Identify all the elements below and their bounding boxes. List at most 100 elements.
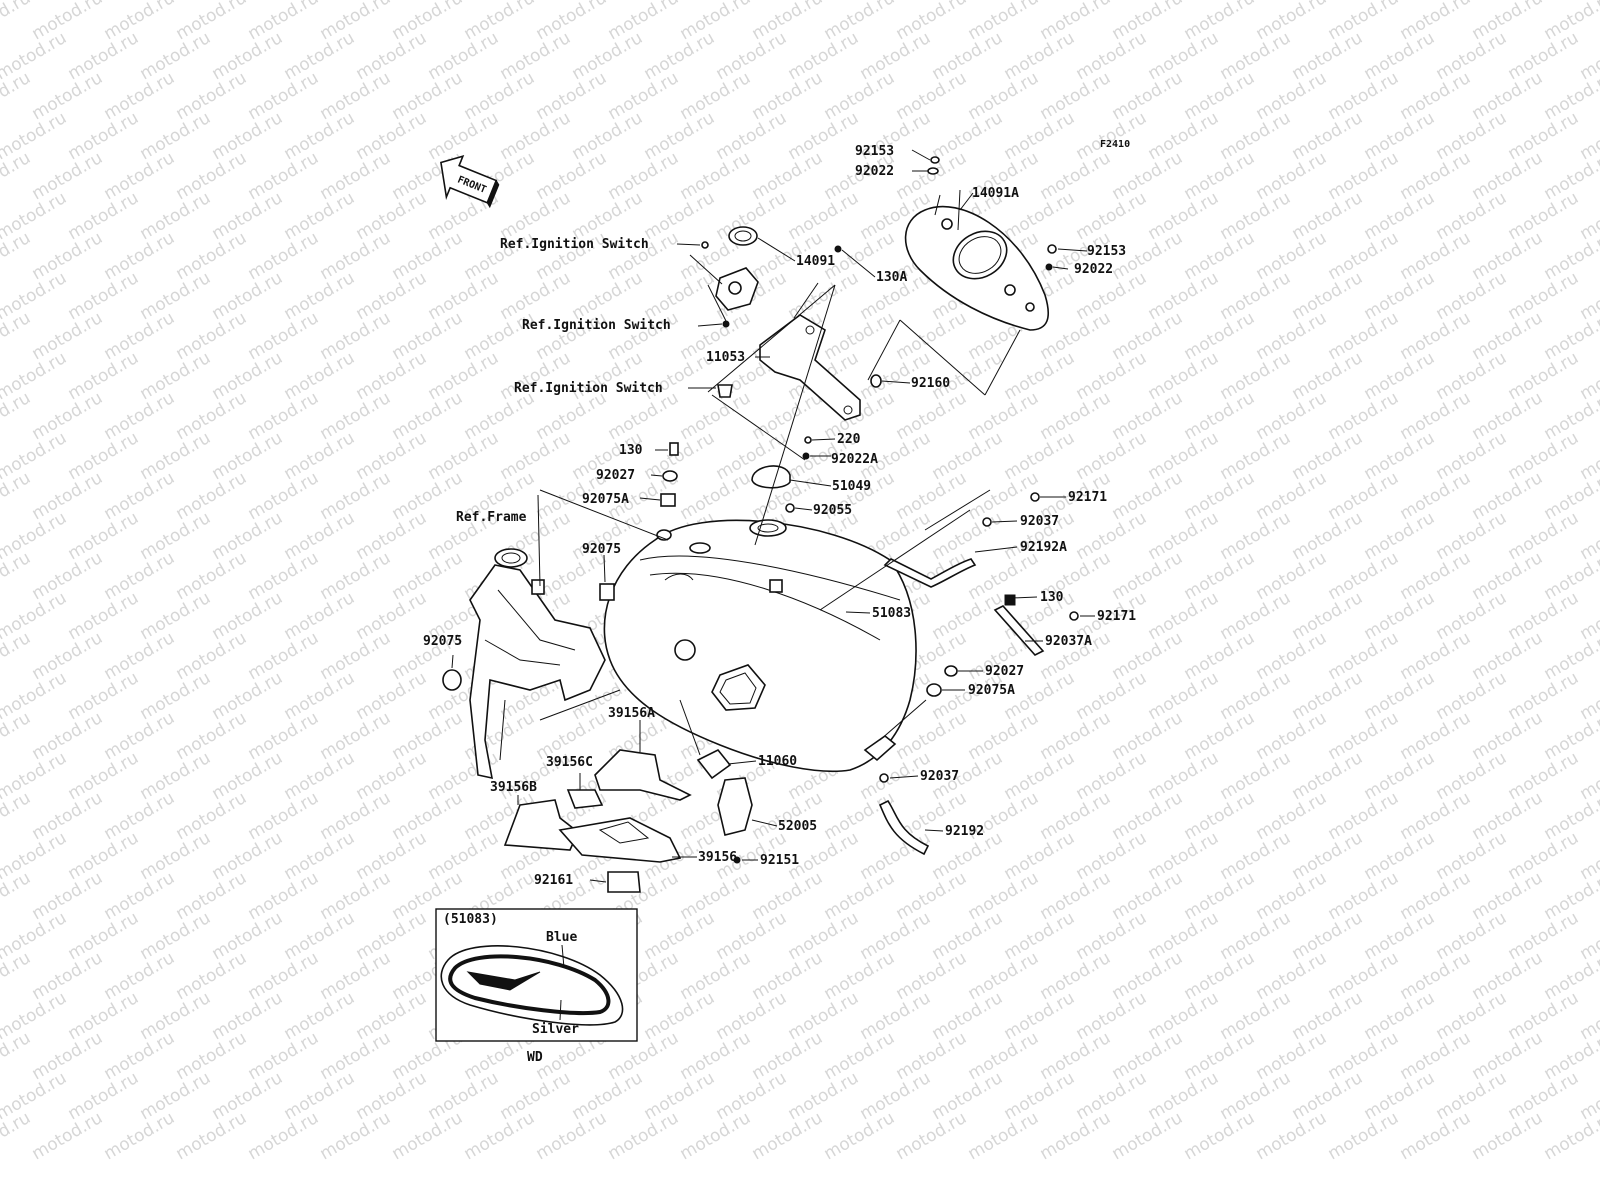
watermark-text: motod.ru xyxy=(641,988,719,1044)
watermark-text: motod.ru xyxy=(1253,948,1331,1004)
watermark-text: motod.ru xyxy=(29,1108,107,1164)
watermark-text: motod.ru xyxy=(1217,268,1295,324)
watermark-text: motod.ru xyxy=(677,68,755,124)
watermark-text: motod.ru xyxy=(965,868,1043,924)
watermark-text: motod.ru xyxy=(209,428,287,484)
watermark-text: motod.ru xyxy=(1325,388,1403,444)
watermark-text: motod.ru xyxy=(137,908,215,964)
watermark-text: motod.ru xyxy=(1109,548,1187,604)
watermark-text: motod.ru xyxy=(1433,28,1511,84)
watermark-text: motod.ru xyxy=(641,428,719,484)
label-92192: 92192 xyxy=(945,824,984,839)
watermark-text: motod.ru xyxy=(353,1068,431,1124)
frame-ref xyxy=(469,548,606,780)
watermark-text: motod.ru xyxy=(497,28,575,84)
watermark-text: motod.ru xyxy=(1289,508,1367,564)
watermark-text: motod.ru xyxy=(65,988,143,1044)
watermark-text: motod.ru xyxy=(425,828,503,884)
watermark-text: motod.ru xyxy=(29,868,107,924)
watermark-text: motod.ru xyxy=(1037,948,1115,1004)
inset-blue-label: Blue xyxy=(546,930,577,945)
watermark-text: motod.ru xyxy=(929,988,1007,1044)
watermark-text: motod.ru xyxy=(281,908,359,964)
watermark-text: motod.ru xyxy=(461,1108,539,1164)
watermark-text: motod.ru xyxy=(713,1068,791,1124)
watermark-text: motod.ru xyxy=(1397,1028,1475,1084)
watermark-text: motod.ru xyxy=(101,388,179,444)
watermark-text: motod.ru xyxy=(1505,668,1583,724)
watermark-text: motod.ru xyxy=(1469,0,1547,44)
watermark-text: motod.ru xyxy=(65,828,143,884)
watermark-text: motod.ru xyxy=(1505,108,1583,164)
watermark-text: motod.ru xyxy=(1325,628,1403,684)
watermark-text: motod.ru xyxy=(29,788,107,844)
watermark-text: motod.ru xyxy=(317,708,395,764)
watermark-text: motod.ru xyxy=(29,708,107,764)
watermark-text: motod.ru xyxy=(173,548,251,604)
watermark-text: motod.ru xyxy=(137,188,215,244)
watermark-text: motod.ru xyxy=(1505,28,1583,84)
watermark-text: motod.ru xyxy=(173,388,251,444)
watermark-text: motod.ru xyxy=(857,828,935,884)
watermark-text: motod.ru xyxy=(1505,908,1583,964)
watermark-text: motod.ru xyxy=(0,0,34,44)
watermark-text: motod.ru xyxy=(965,548,1043,604)
watermark-text: motod.ru xyxy=(389,548,467,604)
watermark-text: motod.ru xyxy=(101,1108,179,1164)
watermark-text: motod.ru xyxy=(281,588,359,644)
watermark-text: motod.ru xyxy=(317,1108,395,1164)
watermark-text: motod.ru xyxy=(389,308,467,364)
watermark-text: motod.ru xyxy=(1361,1068,1439,1124)
watermark-text: motod.ru xyxy=(497,268,575,324)
watermark-text: motod.ru xyxy=(65,268,143,324)
watermark-text: motod.ru xyxy=(1253,628,1331,684)
watermark-text: motod.ru xyxy=(1109,68,1187,124)
watermark-text: motod.ru xyxy=(209,668,287,724)
label-92022A: 92022A xyxy=(831,452,878,467)
watermark-text: motod.ru xyxy=(1145,668,1223,724)
watermark-text: motod.ru xyxy=(101,308,179,364)
watermark-text: motod.ru xyxy=(533,1108,611,1164)
watermark-text: motod.ru xyxy=(389,0,467,44)
watermark-text: motod.ru xyxy=(281,268,359,324)
watermark-text: motod.ru xyxy=(857,1068,935,1124)
watermark-text: motod.ru xyxy=(1253,1028,1331,1084)
watermark-text: motod.ru xyxy=(317,948,395,1004)
watermark-text: motod.ru xyxy=(353,428,431,484)
watermark-text: motod.ru xyxy=(821,1108,899,1164)
watermark-text: motod.ru xyxy=(173,708,251,764)
watermark-text: motod.ru xyxy=(1469,228,1547,284)
watermark-text: motod.ru xyxy=(605,0,683,44)
watermark-text: motod.ru xyxy=(821,948,899,1004)
inset-51083-variant: (51083) Blue Silver xyxy=(435,908,638,1042)
label-92022-right: 92022 xyxy=(1074,262,1113,277)
watermark-text: motod.ru xyxy=(65,508,143,564)
watermark-text: motod.ru xyxy=(1145,748,1223,804)
watermark-text: motod.ru xyxy=(389,788,467,844)
watermark-text: motod.ru xyxy=(1037,1108,1115,1164)
watermark-text: motod.ru xyxy=(1289,428,1367,484)
watermark-text: motod.ru xyxy=(29,68,107,124)
watermark-text: motod.ru xyxy=(353,268,431,324)
watermark-text: motod.ru xyxy=(785,28,863,84)
watermark-text: motod.ru xyxy=(317,788,395,844)
watermark-text: motod.ru xyxy=(245,0,323,44)
watermark-text: motod.ru xyxy=(65,348,143,404)
watermark-text: motod.ru xyxy=(569,108,647,164)
watermark-text: motod.ru xyxy=(1469,548,1547,604)
watermark-text: motod.ru xyxy=(281,28,359,84)
watermark-text: motod.ru xyxy=(281,748,359,804)
watermark-text: motod.ru xyxy=(101,228,179,284)
watermark-text: motod.ru xyxy=(137,588,215,644)
watermark-text: motod.ru xyxy=(785,988,863,1044)
watermark-text: motod.ru xyxy=(1361,188,1439,244)
watermark-text: motod.ru xyxy=(137,28,215,84)
watermark-text: motod.ru xyxy=(1109,708,1187,764)
watermark-text: motod.ru xyxy=(1001,908,1079,964)
watermark-text: motod.ru xyxy=(1253,308,1331,364)
watermark-text: motod.ru xyxy=(641,268,719,324)
watermark-text: motod.ru xyxy=(209,28,287,84)
watermark-text: motod.ru xyxy=(1397,708,1475,764)
label-39156B: 39156B xyxy=(490,780,537,795)
label-11053: 11053 xyxy=(706,350,745,365)
